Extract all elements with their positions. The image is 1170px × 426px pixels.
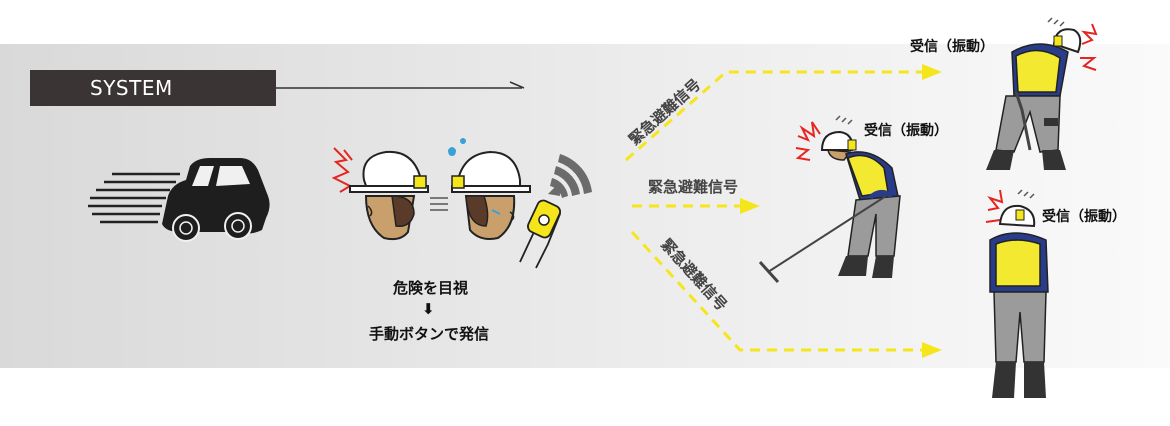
system-label: SYSTEM bbox=[30, 70, 276, 106]
car-icon bbox=[88, 158, 270, 242]
caption-manual-button: 手動ボタンで発信 bbox=[369, 325, 490, 343]
worker-head-icon bbox=[448, 138, 531, 240]
remote-button-icon bbox=[519, 199, 562, 269]
receive-label-top: 受信（振動） bbox=[910, 39, 994, 55]
worker-icon bbox=[986, 17, 1098, 170]
wireless-signal-icon bbox=[548, 154, 592, 198]
signal-arrowheads bbox=[740, 64, 942, 358]
system-timeline-arrow bbox=[276, 81, 525, 89]
connector-lines bbox=[430, 197, 448, 211]
alert-burst-icon bbox=[1080, 23, 1098, 71]
receive-label-middle: 受信（振動） bbox=[864, 123, 948, 139]
signal-label-middle: 緊急避難信号 bbox=[648, 178, 739, 196]
signal-arrows bbox=[625, 70, 922, 352]
worker-icon bbox=[985, 189, 1049, 398]
receive-label-bottom: 受信（振動） bbox=[1042, 209, 1126, 225]
alert-burst-icon bbox=[795, 121, 821, 161]
alert-burst-icon bbox=[985, 189, 1004, 223]
caption-visual-danger: 危険を目視 bbox=[393, 279, 469, 297]
caption-arrow-icon: ⬇︎ bbox=[422, 300, 435, 318]
operator-head-icon bbox=[331, 147, 429, 241]
worker-icon bbox=[758, 115, 901, 284]
